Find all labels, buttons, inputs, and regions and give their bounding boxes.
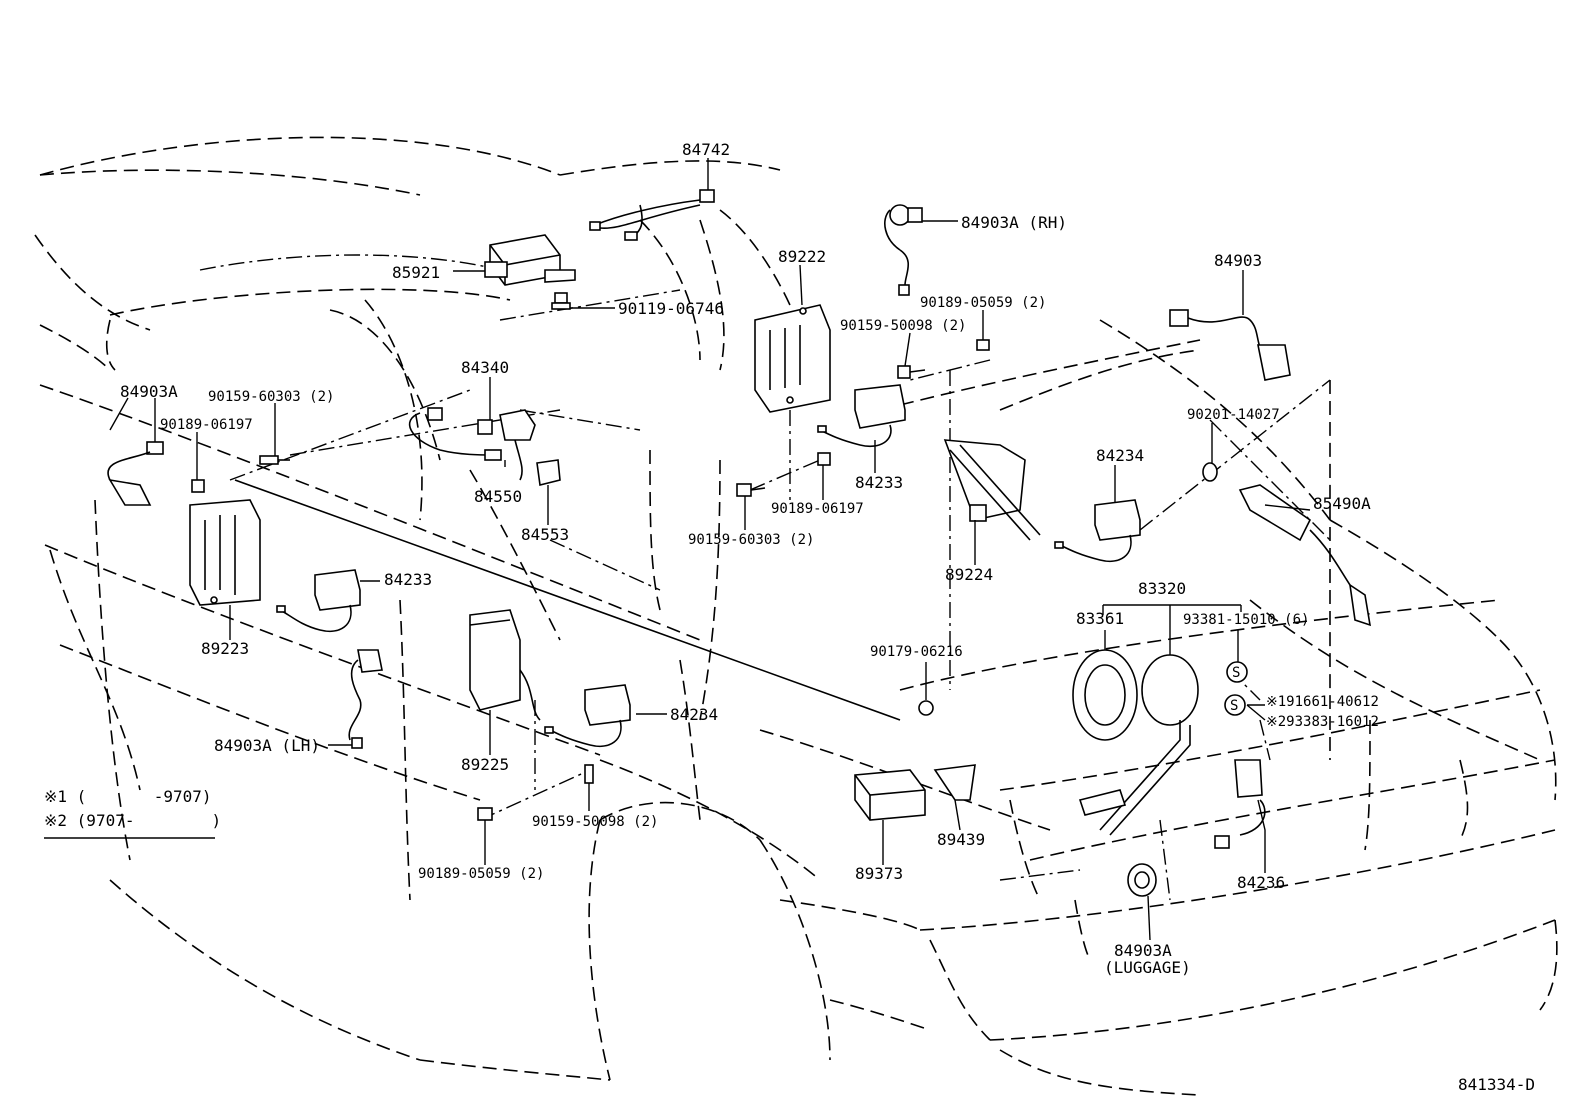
sensor-84903: [1169, 309, 1291, 381]
sensor-84903A-left: [107, 441, 164, 506]
sensor-84903A-lh: [348, 649, 383, 749]
label-84903: 84903: [1214, 251, 1262, 270]
screw-90159-50098-b: [584, 764, 594, 784]
ecu-89222: [754, 304, 831, 413]
label-luggage: (LUGGAGE): [1104, 958, 1191, 977]
label-91661-40612: ※191661-40612: [1266, 694, 1379, 710]
car-body-outline: [34, 136, 1558, 1096]
sensor-84903A-rh: [884, 204, 923, 296]
nut-90189-06197-b: [817, 452, 831, 466]
label-84553: 84553: [521, 525, 569, 544]
screw-90159-60303-a: [259, 455, 290, 465]
label-84903A-rh: 84903A (RH): [961, 213, 1067, 232]
module-84233-lower: [276, 569, 361, 632]
harness-84742: [589, 189, 715, 241]
label-90189-06197-a: 90189-06197: [160, 417, 253, 433]
harness-line: [234, 479, 901, 721]
screw-90159-60303-b: [736, 483, 766, 497]
label-89223: 89223: [201, 639, 249, 658]
label-90119-06746: 90119-06746: [618, 299, 724, 318]
label-84234-lower: 84234: [670, 705, 718, 724]
assembly-lines: [199, 254, 1331, 901]
label-89439: 89439: [937, 830, 985, 849]
bracket-89439: [933, 764, 976, 801]
label-84233-upper: 84233: [855, 473, 903, 492]
label-90159-50098-a: 90159-50098 (2): [840, 318, 966, 334]
screw-90159-50098-a: [897, 365, 926, 379]
label-84233-lower: 84233: [384, 570, 432, 589]
pump-85490A: [1238, 484, 1372, 627]
gasket-83361: [1072, 649, 1138, 741]
screw-90119: [551, 292, 571, 310]
nut-90189-05059-a: [976, 339, 990, 351]
label-93381-15010: 93381-15010 (6): [1183, 612, 1309, 628]
module-89373: [854, 769, 926, 821]
legend-line-2: ※2 (9707- ): [44, 811, 221, 830]
label-89222: 89222: [778, 247, 826, 266]
label-84550: 84550: [474, 487, 522, 506]
label-90159-60303-a: 90159-60303 (2): [208, 389, 334, 405]
leader-lines: [109, 158, 1311, 941]
label-90189-05059-b: 90189-05059 (2): [418, 866, 544, 882]
label-84903A-luggage: 84903A: [1114, 941, 1172, 960]
label-89225: 89225: [461, 755, 509, 774]
ecu-89225: [469, 609, 541, 721]
switch-84340: [408, 407, 536, 481]
screw-marks: [1224, 661, 1248, 716]
diagram-id: 841334-D: [1458, 1075, 1535, 1094]
label-84742: 84742: [682, 140, 730, 159]
label-90159-60303-b: 90159-60303 (2): [688, 532, 814, 548]
label-84236: 84236: [1237, 873, 1285, 892]
label-83320: 83320: [1138, 579, 1186, 598]
label-90159-50098-b: 90159-50098 (2): [532, 814, 658, 830]
module-84234-lower: [544, 684, 631, 747]
label-89224: 89224: [945, 565, 993, 584]
label-84903A: 84903A: [120, 382, 178, 401]
label-84234-upper: 84234: [1096, 446, 1144, 465]
nut-90189-06197-a: [191, 479, 205, 493]
grommet-90179: [918, 700, 934, 716]
s-mark-1: S: [1232, 665, 1240, 681]
ecu-89224: [943, 439, 1041, 541]
clip-84553: [536, 459, 561, 486]
module-84234-upper: [1054, 499, 1141, 562]
module-84233-upper: [817, 384, 906, 447]
nut-90189-05059-b: [477, 807, 493, 821]
switch-84236: [1214, 759, 1266, 849]
label-83361: 83361: [1076, 609, 1124, 628]
label-84903A-lh: 84903A (LH): [214, 736, 320, 755]
label-90189-06197-b: 90189-06197: [771, 501, 864, 517]
label-90189-05059-a: 90189-05059 (2): [920, 295, 1046, 311]
callout-labels: 84742 84903A (RH) 85921 89222 84903 9011…: [44, 140, 1535, 1094]
label-90201-14027: 90201-14027: [1187, 407, 1280, 423]
s-mark-2: S: [1230, 698, 1238, 714]
label-84340: 84340: [461, 358, 509, 377]
sensor-84903A-luggage: [1127, 863, 1157, 897]
label-90179-06216: 90179-06216: [870, 644, 963, 660]
label-93383-16012: ※293383-16012: [1266, 714, 1379, 730]
label-85490A: 85490A: [1313, 494, 1371, 513]
gasket-90201: [1202, 462, 1218, 482]
label-85921: 85921: [392, 263, 440, 282]
legend-line-1: ※1 ( -9707): [44, 787, 212, 806]
label-89373: 89373: [855, 864, 903, 883]
ecu-89223: [189, 499, 261, 606]
relay-85921: [484, 234, 576, 286]
